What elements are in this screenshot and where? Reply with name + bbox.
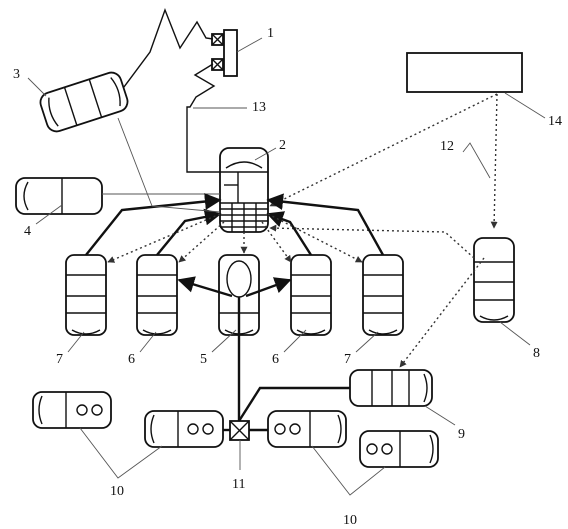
label-6-left: 6: [128, 352, 135, 367]
item-3-vehicle: [39, 71, 129, 133]
item-14-control-center: [406, 52, 523, 93]
vehicle-6-left: [136, 254, 178, 336]
vehicle-10-c: [267, 410, 347, 448]
vehicle-7-left: [65, 254, 107, 336]
leader-9: [424, 405, 456, 426]
vehicle-10-a: [32, 391, 112, 429]
leader-7-left: [67, 331, 85, 353]
link-6-right-to-2: [266, 211, 313, 256]
label-7-right: 7: [344, 352, 351, 367]
link-5-to-6-right: [245, 277, 292, 298]
label-5: 5: [200, 352, 207, 367]
item-11-node: [229, 420, 250, 441]
item-9-vehicle: [349, 369, 433, 407]
leader-1: [236, 37, 263, 53]
wireless-link-1-to-2: [186, 63, 224, 173]
vehicle-5-center: [218, 254, 260, 336]
item-1-antenna: [211, 29, 238, 77]
label-2: 2: [279, 138, 286, 153]
thin-link-3-to-2: [117, 117, 221, 213]
leader-4: [35, 204, 63, 225]
label-1: 1: [267, 26, 274, 41]
broadcast-14-to-8: [490, 93, 498, 229]
vehicle-10-b: [144, 410, 224, 448]
label-8: 8: [533, 346, 540, 361]
dot-2-to-6-right: [261, 221, 292, 263]
link-9-to-11: [237, 386, 350, 422]
label-13: 13: [252, 100, 266, 115]
label-4: 4: [24, 224, 31, 239]
label-10-right: 10: [343, 513, 357, 528]
label-9: 9: [458, 427, 465, 442]
item-8-vehicle: [473, 237, 515, 323]
label-11: 11: [232, 477, 245, 492]
leader-6-right: [283, 329, 307, 353]
broadcast-14-to-2: [269, 93, 498, 207]
link-5-to-6-left: [177, 276, 233, 298]
link-7-right-to-2: [266, 193, 385, 256]
leader-2: [254, 147, 277, 161]
leader-8: [499, 321, 531, 346]
leader-5: [211, 329, 237, 353]
leader-7-right: [355, 331, 379, 353]
label-7-left: 7: [56, 352, 63, 367]
label-14: 14: [548, 114, 562, 129]
dot-2-to-7-left: [107, 213, 221, 263]
leader-14: [504, 92, 546, 119]
vehicle-6-right: [290, 254, 332, 336]
dot-2-to-6-left: [178, 221, 225, 263]
label-12: 12: [440, 139, 454, 154]
link-7-left-to-2: [85, 193, 222, 256]
vehicle-10-d: [359, 430, 439, 468]
label-10-left: 10: [110, 484, 124, 499]
label-6-right: 6: [272, 352, 279, 367]
link-8-to-2: [269, 224, 475, 259]
link-6-left-to-2: [156, 208, 222, 256]
link-8-to-9: [399, 257, 485, 368]
vehicle-7-right: [362, 254, 404, 336]
item-2-central-vehicle: [219, 147, 269, 233]
leader-6-left: [139, 331, 157, 353]
item-4-vehicle: [15, 177, 103, 215]
label-3: 3: [13, 67, 20, 82]
bracket-10-right: [311, 445, 386, 496]
leader-3: [27, 77, 47, 97]
wireless-link-3-to-1: [117, 8, 214, 96]
bracket-12: [462, 142, 491, 179]
bracket-10-left: [79, 427, 163, 479]
